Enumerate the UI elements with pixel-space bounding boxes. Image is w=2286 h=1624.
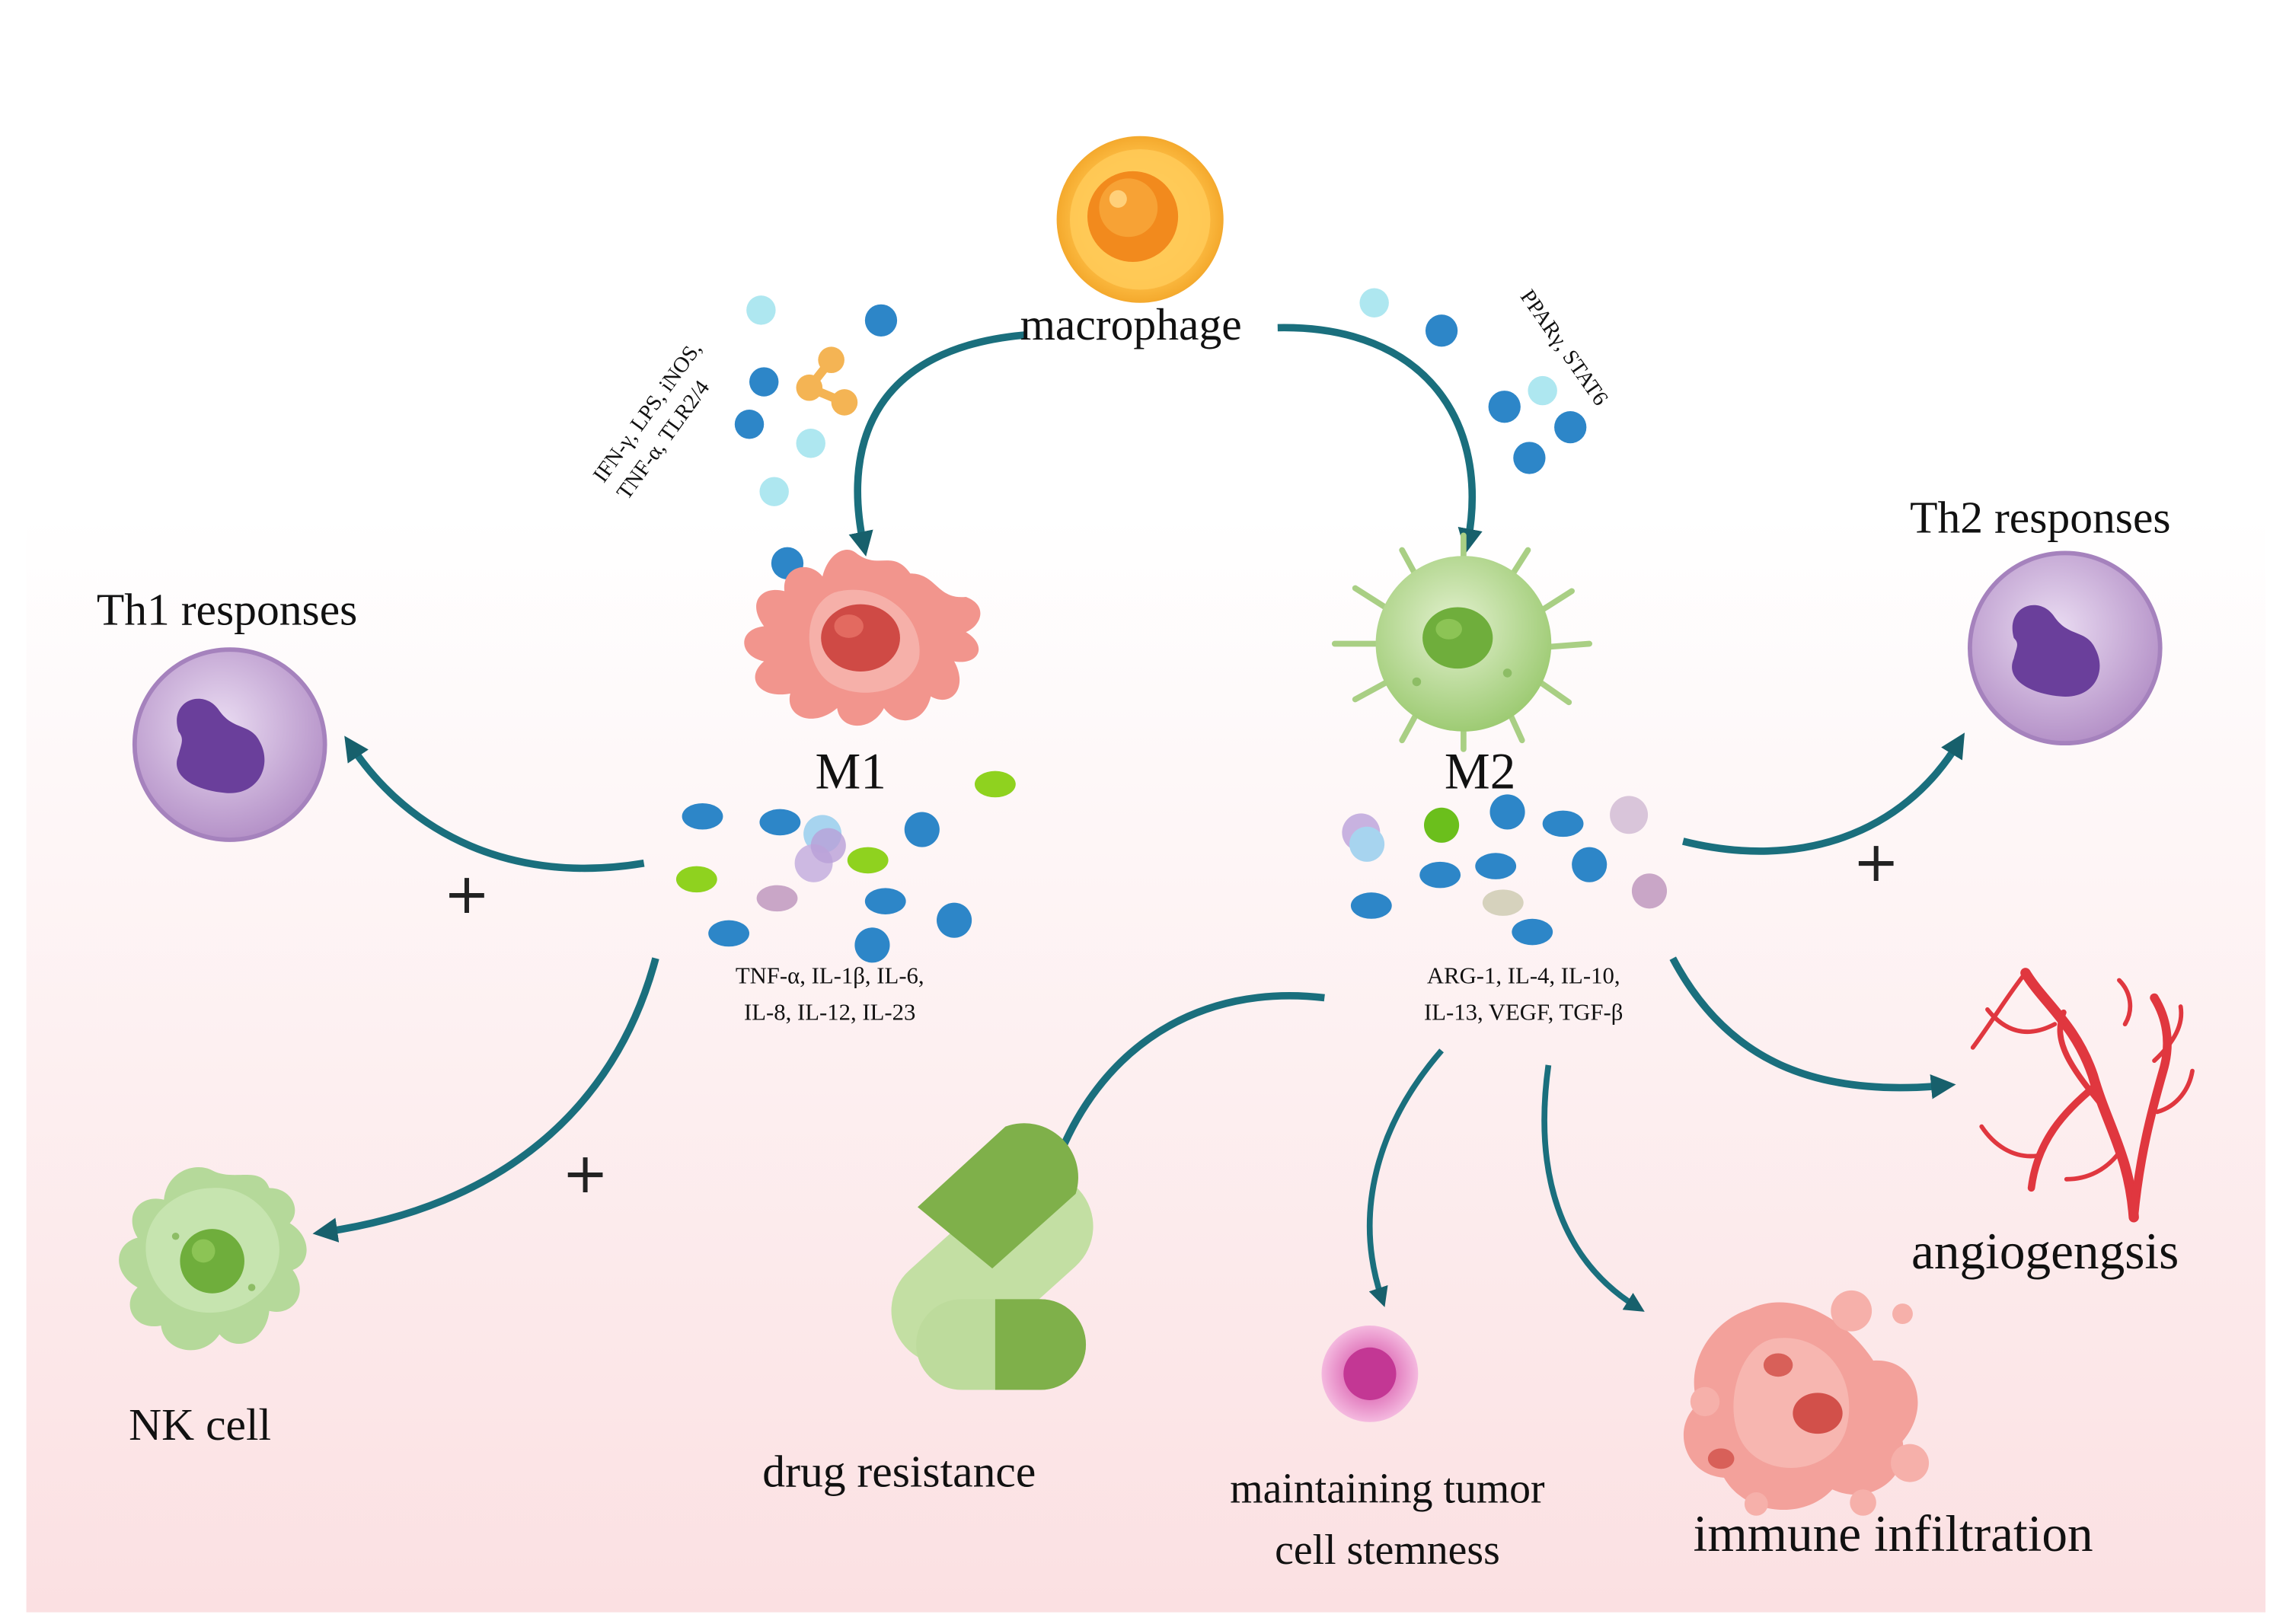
th1-plus-sign: + xyxy=(443,861,490,927)
m2-label: M2 xyxy=(1444,743,1516,801)
nk-plus-sign: + xyxy=(562,1141,609,1206)
th1-cell-icon xyxy=(132,647,327,842)
m2-inducer-molecules xyxy=(1359,288,1587,474)
nk-cell-label: NK cell xyxy=(129,1399,272,1450)
immune-infiltration-label: immune infiltration xyxy=(1693,1505,2093,1563)
arrow-macrophage-to-m2 xyxy=(1277,324,1483,554)
m2-cytokines-line-2: IL-13, VEGF, TGF-β xyxy=(1423,1000,1624,1026)
m1-label: M1 xyxy=(815,743,886,801)
m1-cytokines-line-1: TNF-α, IL-1β, IL-6, xyxy=(735,964,924,990)
arrow-m2-to-immune-infiltration xyxy=(1541,1064,1645,1312)
m2-secreted-molecules xyxy=(1342,794,1668,946)
stem-cell-icon xyxy=(1321,1325,1419,1422)
arrow-macrophage-to-m1 xyxy=(848,331,1025,557)
arrow-m2-to-th2 xyxy=(1682,732,1965,855)
m1-macrophage-icon xyxy=(744,549,981,726)
macrophage-label: macrophage xyxy=(1020,298,1242,350)
m1-cytokines-label: TNF-α, IL-1β, IL-6, IL-8, IL-12, IL-23 xyxy=(697,960,963,1032)
arrow-m1-to-nk xyxy=(312,957,659,1243)
stemness-label: maintaining tumor cell stemness xyxy=(1212,1459,1563,1582)
capsule-icon xyxy=(891,1123,1094,1390)
angiogenesis-label: angiogengsis xyxy=(1911,1223,2179,1281)
m1-secreted-molecules xyxy=(675,771,1016,963)
m2-cytokines-label: ARG-1, IL-4, IL-10, IL-13, VEGF, TGF-β xyxy=(1390,960,1657,1032)
m1-cytokines-line-2: IL-8, IL-12, IL-23 xyxy=(743,1000,916,1026)
arrow-m2-to-angiogenesis xyxy=(1669,956,1956,1099)
th2-plus-sign: + xyxy=(1853,829,1900,895)
arrow-m1-to-th1 xyxy=(344,735,645,873)
nk-cell-icon xyxy=(119,1167,307,1351)
th2-cell-icon xyxy=(1967,550,2163,746)
m2-cytokines-line-1: ARG-1, IL-4, IL-10, xyxy=(1426,964,1620,990)
m1-inducer-molecules xyxy=(734,295,898,579)
macrophage-cell-icon xyxy=(1056,136,1224,303)
th2-responses-label: Th2 responses xyxy=(1910,491,2171,543)
drug-resistance-label: drug resistance xyxy=(762,1445,1036,1497)
blood-vessel-icon xyxy=(1970,968,2195,1223)
arrow-m2-to-stemness xyxy=(1367,1048,1444,1307)
th1-responses-label: Th1 responses xyxy=(96,583,358,635)
stemness-line-2: cell stemness xyxy=(1275,1527,1500,1575)
stemness-line-1: maintaining tumor xyxy=(1230,1466,1545,1513)
tumor-cell-cluster-icon xyxy=(1683,1290,1930,1516)
m2-macrophage-icon xyxy=(1331,532,1593,752)
arrow-m2-to-drug-resistance xyxy=(1046,992,1325,1182)
